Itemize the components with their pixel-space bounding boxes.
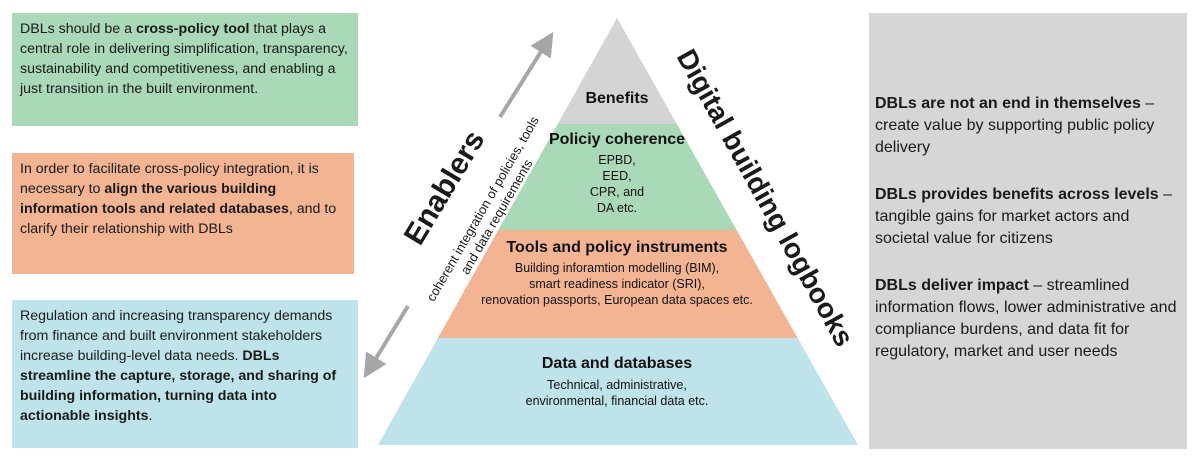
level-body-line: EPBD,: [598, 153, 636, 167]
level-body-line: DA etc.: [596, 201, 638, 215]
value-item: DBLs provides benefits across levels – t…: [875, 184, 1177, 250]
level-title: Policiy coherence: [548, 131, 686, 148]
value-item-bold: DBLs are not an end in themselves: [875, 95, 1141, 112]
level-tools-label: Tools and policy instruments Building in…: [467, 239, 767, 308]
level-data-label: Data and databases Technical, administra…: [492, 355, 742, 409]
level-body-line: environmental, financial data etc.: [525, 394, 709, 408]
box-bold-text: cross-policy tool: [135, 21, 250, 37]
box-text: , and to clarify their relationship with…: [20, 201, 337, 237]
box-text: that plays a central role in delivering …: [20, 21, 348, 97]
pyramid-level-data: [378, 338, 858, 445]
value-item-text: – create value by supporting public poli…: [875, 95, 1155, 156]
value-item-text: – streamlined information flows, lower a…: [875, 277, 1177, 360]
dbl-value-box: DBLs are not an end in themselves – crea…: [869, 13, 1187, 449]
box-bold-text: align the various building information t…: [20, 181, 289, 217]
value-item-bold: DBLs deliver impact: [875, 277, 1029, 294]
value-item: DBLs are not an end in themselves – crea…: [875, 93, 1177, 159]
level-benefits-label: Benefits: [517, 90, 717, 108]
level-body: Technical, administrative, environmental…: [492, 377, 742, 409]
cross-policy-integration-box: In order to facilitate cross-policy inte…: [12, 153, 354, 274]
value-item: DBLs deliver impact – streamlined inform…: [875, 275, 1177, 363]
value-item-text: – tangible gains for market actors and s…: [875, 186, 1173, 247]
box-text: Regulation and increasing transparency d…: [20, 308, 333, 364]
level-title: Data and databases: [541, 355, 693, 372]
box-text: In order to facilitate cross-policy inte…: [20, 161, 319, 197]
level-body-line: Building inforamtion modelling (BIM),: [514, 261, 720, 275]
level-body-line: Technical, administrative,: [547, 378, 687, 392]
arrow-down: [363, 304, 410, 379]
cross-policy-tool-box: DBLs should be a cross-policy tool that …: [12, 13, 358, 126]
arrow-up: [498, 31, 554, 119]
box-text: DBLs should be a: [20, 21, 136, 37]
box-bold-text: DBLs streamline the capture, storage, an…: [20, 348, 337, 424]
level-body: EPBD, EED, CPR, and DA etc.: [517, 152, 717, 216]
level-body-line: smart readiness indicator (SRI),: [529, 277, 705, 291]
level-body: Building inforamtion modelling (BIM), sm…: [467, 260, 767, 308]
level-title: Benefits: [585, 90, 649, 107]
box-text: .: [148, 408, 153, 424]
level-body-line: EED,: [602, 169, 632, 183]
level-body-line: CPR, and: [589, 185, 645, 199]
level-body-line: renovation passports, European data spac…: [481, 293, 753, 307]
value-item-bold: DBLs provides benefits across levels: [875, 186, 1159, 203]
level-policy-coherence-label: Policiy coherence EPBD, EED, CPR, and DA…: [517, 131, 717, 216]
data-needs-box: Regulation and increasing transparency d…: [12, 300, 358, 448]
level-title: Tools and policy instruments: [506, 239, 728, 256]
